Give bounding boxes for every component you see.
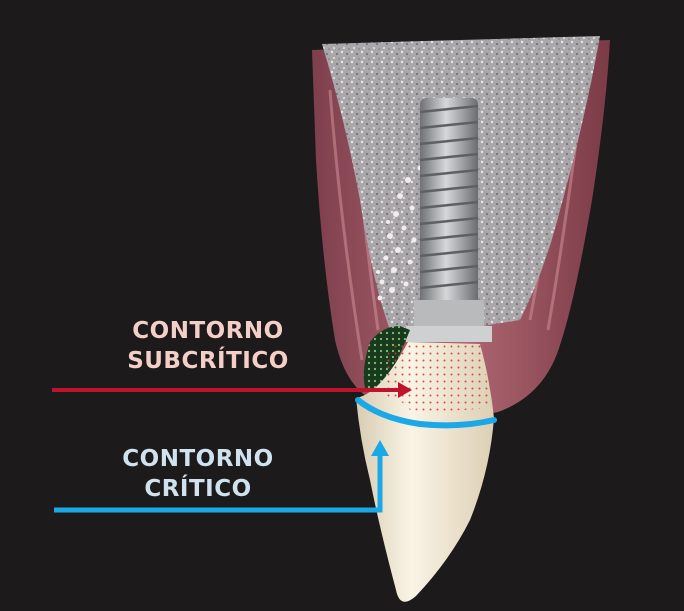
critical-label-line1: CONTORNO (98, 444, 298, 474)
critical-contour-label: CONTORNO CRÍTICO (98, 444, 298, 504)
subcritical-zone (383, 342, 490, 411)
critical-label-line2: CRÍTICO (98, 474, 298, 504)
subcritical-label-line1: CONTORNO (108, 316, 308, 346)
subcritical-label-line2: SUBCRÍTICO (108, 346, 308, 376)
subcritical-contour-label: CONTORNO SUBCRÍTICO (108, 316, 308, 376)
